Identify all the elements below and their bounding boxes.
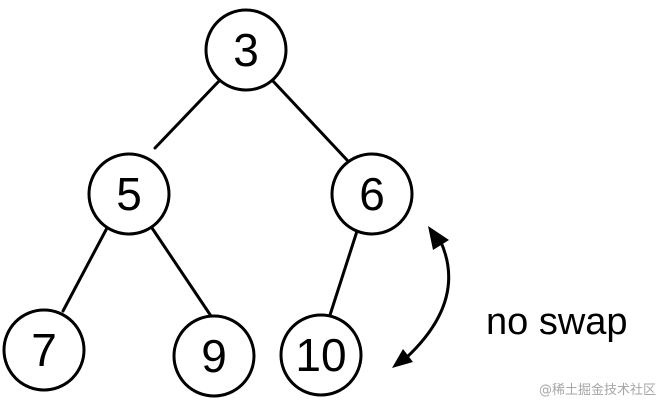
tree-node-3: 3 xyxy=(204,8,288,92)
node-label: 6 xyxy=(359,168,385,220)
edge-3-to-5 xyxy=(153,78,222,150)
tree-node-9: 9 xyxy=(172,314,256,398)
edge-5-to-7 xyxy=(61,226,109,313)
tree-edges xyxy=(61,78,360,318)
edge-3-to-6 xyxy=(270,78,349,162)
node-label: 10 xyxy=(295,329,346,381)
no-swap-annotation: no swap xyxy=(486,301,628,343)
tree-node-10: 10 xyxy=(279,313,363,397)
tree-node-6: 6 xyxy=(330,152,414,236)
node-label: 5 xyxy=(116,168,142,220)
tree-node-5: 5 xyxy=(87,152,171,236)
node-label: 3 xyxy=(233,24,259,76)
double-arrow-icon xyxy=(392,226,451,368)
edge-5-to-9 xyxy=(150,226,213,318)
node-label: 9 xyxy=(201,330,227,382)
node-label: 7 xyxy=(31,324,57,376)
tree-node-7: 7 xyxy=(2,308,86,392)
edge-6-to-10 xyxy=(328,226,360,317)
watermark: @稀土掘金技术社区 xyxy=(539,382,656,398)
